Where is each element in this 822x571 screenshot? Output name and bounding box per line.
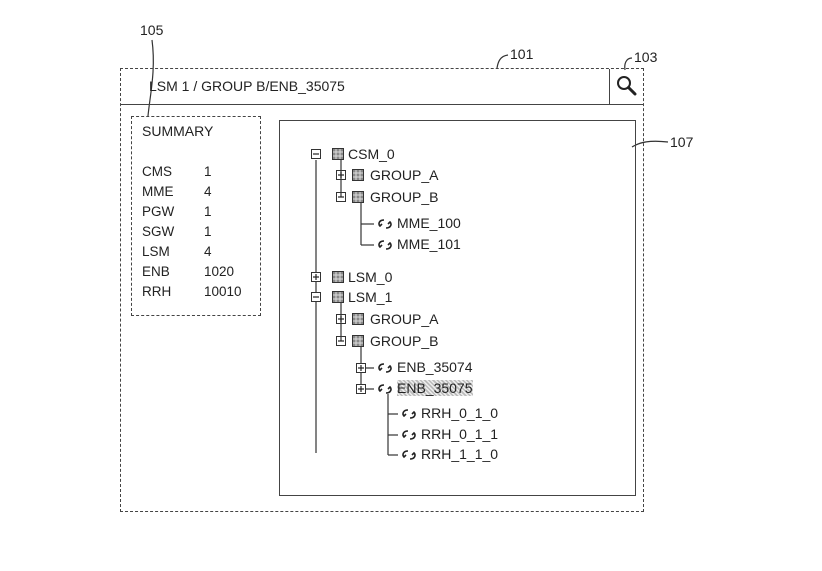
tree-node-label[interactable]: RRH_1_1_0	[421, 446, 499, 462]
group-icon	[352, 191, 364, 203]
tree-node-label[interactable]: RRH_0_1_1	[421, 426, 499, 442]
summary-row: PGW 1	[142, 204, 257, 222]
plus-icon	[358, 365, 364, 371]
network-element-icon	[402, 450, 416, 460]
group-icon	[352, 169, 364, 181]
summary-key: MME	[142, 184, 174, 199]
ref-label-search: 103	[634, 49, 658, 65]
tree-node-label[interactable]: MME_100	[397, 215, 461, 231]
address-path: LSM 1 / GROUP B/ENB_35075	[149, 78, 345, 94]
group-icon	[332, 291, 344, 303]
summary-value: 1	[204, 224, 212, 239]
expand-toggle[interactable]	[336, 170, 346, 180]
summary-key: RRH	[142, 284, 172, 299]
search-icon	[617, 76, 637, 96]
expand-toggle[interactable]	[356, 384, 366, 394]
group-icon	[332, 148, 344, 160]
search-button[interactable]	[609, 69, 643, 105]
plus-icon	[338, 316, 344, 322]
plus-icon	[313, 274, 319, 280]
minus-icon	[313, 153, 319, 155]
app-window: LSM 1 / GROUP B/ENB_35075 SUMMARY CMS 1 …	[120, 68, 644, 512]
network-element-icon	[378, 240, 392, 250]
minus-icon	[338, 340, 344, 342]
leader-107	[631, 140, 669, 148]
summary-row: SGW 1	[142, 224, 257, 242]
plus-icon	[338, 172, 344, 178]
network-element-icon	[402, 409, 416, 419]
summary-panel: SUMMARY CMS 1 MME 4 PGW 1 SGW 1 LSM 4	[131, 116, 261, 316]
tree-node-label[interactable]: GROUP_B	[370, 333, 439, 349]
tree-node-label[interactable]: CSM_0	[348, 146, 395, 162]
group-icon	[352, 313, 364, 325]
tree-node-label[interactable]: MME_101	[397, 236, 461, 252]
ref-label-tree: 107	[670, 134, 694, 150]
summary-value: 1	[204, 164, 212, 179]
network-element-icon	[378, 363, 392, 373]
summary-value: 1020	[204, 264, 235, 279]
plus-icon	[358, 386, 364, 392]
collapse-toggle[interactable]	[311, 292, 321, 302]
tree-panel: CSM_0 GROUP_A GROUP_B MME	[279, 120, 636, 496]
ref-label-window: 101	[510, 46, 534, 62]
collapse-toggle[interactable]	[336, 192, 346, 202]
tree-node-label[interactable]: GROUP_A	[370, 167, 439, 183]
tree-node-label[interactable]: RRH_0_1_0	[421, 405, 499, 421]
leader-105	[147, 39, 154, 117]
summary-key: SGW	[142, 224, 175, 239]
summary-key: CMS	[142, 164, 172, 179]
summary-row: CMS 1	[142, 164, 257, 182]
summary-key: LSM	[142, 244, 170, 259]
group-icon	[332, 271, 344, 283]
summary-key: ENB	[142, 264, 170, 279]
summary-key: PGW	[142, 204, 175, 219]
summary-row: RRH 10010	[142, 284, 257, 302]
tree-node-label-selected[interactable]: ENB_35075	[397, 380, 473, 396]
minus-icon	[313, 296, 319, 298]
summary-value: 10010	[204, 284, 242, 299]
tree-node-label[interactable]: ENB_35074	[397, 359, 473, 375]
tree-node-label[interactable]: GROUP_B	[370, 189, 439, 205]
summary-row: MME 4	[142, 184, 257, 202]
network-element-icon	[378, 384, 392, 394]
group-icon	[352, 335, 364, 347]
tree-node-label[interactable]: LSM_0	[348, 269, 393, 285]
address-bar[interactable]: LSM 1 / GROUP B/ENB_35075	[121, 69, 609, 105]
leader-101	[496, 54, 509, 69]
summary-row: ENB 1020	[142, 264, 257, 282]
network-element-icon	[378, 219, 392, 229]
minus-icon	[338, 196, 344, 198]
collapse-toggle[interactable]	[311, 149, 321, 159]
collapse-toggle[interactable]	[336, 336, 346, 346]
summary-value: 1	[204, 204, 212, 219]
summary-title: SUMMARY	[142, 123, 214, 139]
summary-value: 4	[204, 244, 212, 259]
expand-toggle[interactable]	[356, 363, 366, 373]
expand-toggle[interactable]	[336, 314, 346, 324]
ref-label-summary: 105	[140, 22, 164, 38]
tree-node-label[interactable]: LSM_1	[348, 289, 393, 305]
summary-value: 4	[204, 184, 212, 199]
summary-row: LSM 4	[142, 244, 257, 262]
tree-node-label[interactable]: GROUP_A	[370, 311, 439, 327]
expand-toggle[interactable]	[311, 272, 321, 282]
network-element-icon	[402, 430, 416, 440]
